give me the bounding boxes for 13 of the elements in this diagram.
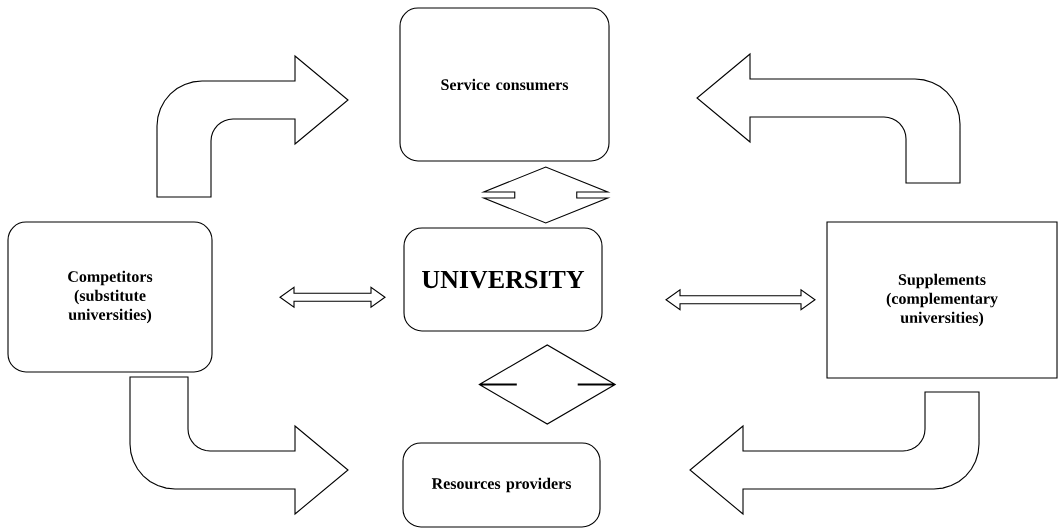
double-arrow — [665, 288, 816, 311]
double-arrow — [279, 286, 386, 309]
curved-block-arrow — [689, 391, 980, 516]
rounded-box: Service consumers — [399, 7, 610, 162]
double-arrow — [478, 344, 617, 425]
rounded-box: Competitors (substitute universities) — [7, 221, 213, 373]
curved-block-arrow — [696, 52, 961, 184]
box: Supplements (complementary universities) — [826, 221, 1058, 379]
rounded-box: Resources providers — [402, 442, 601, 528]
curved-block-arrow — [129, 376, 349, 516]
double-arrow — [480, 166, 611, 224]
rounded-box: UNIVERSITY — [403, 227, 603, 332]
curved-block-arrow — [156, 54, 349, 198]
